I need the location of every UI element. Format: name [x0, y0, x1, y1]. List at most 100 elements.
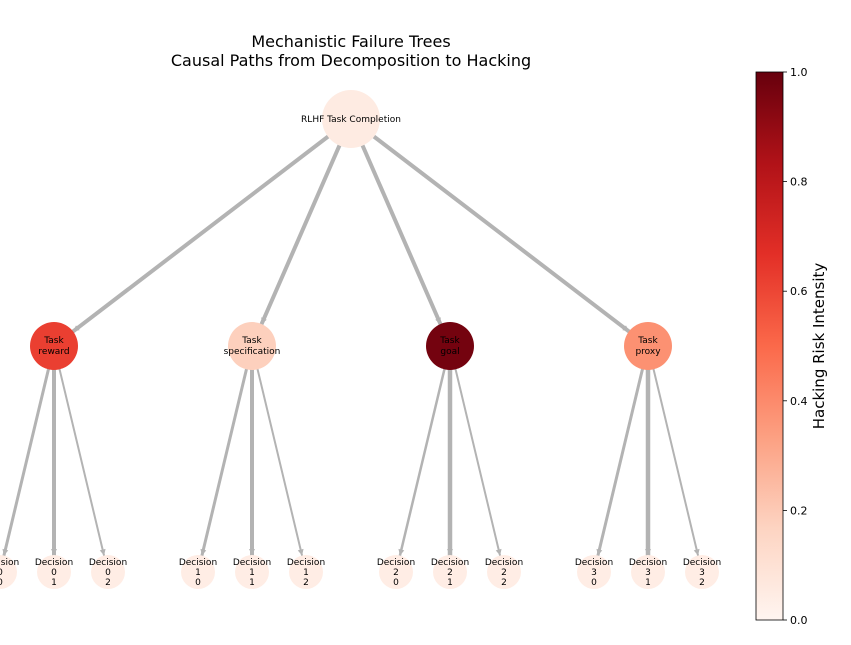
decision-node-label-line1: Decision — [89, 558, 127, 568]
task-node-label-line2: proxy — [635, 347, 661, 357]
decision-node-label-line2: 2 — [447, 568, 453, 578]
diagram-title: Mechanistic Failure Trees Causal Paths f… — [171, 32, 531, 70]
decision-node — [235, 555, 269, 589]
decision-node-label-line3: 0 — [0, 578, 3, 588]
decision-node-label-line1: Decision — [683, 558, 721, 568]
edge-task-3-decision-1-arrowhead — [645, 549, 651, 555]
decision-node-label-line2: 1 — [303, 568, 309, 578]
title-line-1: Mechanistic Failure Trees — [251, 32, 450, 51]
colorbar-ticks: 0.00.20.40.60.81.0 — [783, 66, 808, 627]
edge-task-2-decision-1-arrowhead — [447, 549, 453, 555]
edge-task-1-decision-0 — [200, 367, 248, 557]
decision-node-label-line2: 1 — [249, 568, 255, 578]
decision-node-label-line2: 2 — [393, 568, 399, 578]
task-node-goal — [426, 322, 474, 370]
decision-node-label-line2: 0 — [51, 568, 57, 578]
task-node-label-line1: Task — [439, 336, 460, 346]
decision-node-label-line1: Decision — [179, 558, 217, 568]
decision-node — [685, 555, 719, 589]
edge-task-2-decision-0 — [398, 368, 446, 557]
edge-root-task-1-arrowhead — [261, 317, 267, 325]
edge-task-3-decision-0 — [596, 367, 644, 557]
decision-node-label-line1: Decision — [629, 558, 667, 568]
decision-node-label-line1: Decision — [233, 558, 271, 568]
task-node-proxy — [624, 322, 672, 370]
colorbar-tick-label: 0.4 — [790, 395, 808, 408]
task-node-label-line2: goal — [440, 347, 459, 357]
task-node-specification — [228, 322, 276, 370]
colorbar-tick-label: 0.2 — [790, 504, 808, 517]
edge-root-task-2-arrowhead — [435, 317, 441, 325]
decision-node — [37, 555, 71, 589]
edges-layer — [2, 134, 700, 558]
edge-task-1-decision-0-arrowhead — [200, 548, 207, 556]
decision-node — [289, 555, 323, 589]
task-node-label-line2: reward — [38, 347, 69, 357]
decision-node-label-line3: 2 — [105, 578, 111, 588]
decision-node-label-line2: 3 — [645, 568, 651, 578]
edge-task-0-decision-2 — [58, 368, 106, 557]
decision-node-label-line3: 1 — [645, 578, 651, 588]
decision-node-label-line3: 0 — [393, 578, 399, 588]
edge-root-task-2 — [360, 143, 443, 327]
decision-node-label-line2: 3 — [591, 568, 597, 578]
edge-task-0-decision-1-arrowhead — [51, 549, 57, 555]
edge-root-task-1 — [259, 143, 342, 327]
decision-node-label-line1: Decision — [35, 558, 73, 568]
decision-node-label-line2: 3 — [699, 568, 705, 578]
colorbar-tick-label: 0.6 — [790, 285, 808, 298]
decision-node-label-line2: 0 — [105, 568, 111, 578]
decision-node-label-line2: 0 — [0, 568, 3, 578]
edge-task-0-decision-2-arrowhead — [99, 548, 106, 556]
decision-node — [379, 555, 413, 589]
colorbar-label: Hacking Risk Intensity — [810, 263, 828, 430]
edge-task-3-decision-0-arrowhead — [596, 548, 603, 556]
root-node — [322, 90, 380, 148]
decision-node-label-line3: 0 — [591, 578, 597, 588]
decision-node-label-line3: 2 — [303, 578, 309, 588]
decision-node-label-line3: 1 — [249, 578, 255, 588]
decision-node-label-line3: 1 — [447, 578, 453, 588]
edge-task-1-decision-2-arrowhead — [297, 548, 304, 556]
colorbar: 0.00.20.40.60.81.0 Hacking Risk Intensit… — [755, 66, 828, 627]
decision-node — [91, 555, 125, 589]
decision-node-label-line3: 2 — [501, 578, 507, 588]
edge-task-2-decision-2-arrowhead — [495, 548, 502, 556]
task-node-label-line1: Task — [241, 336, 262, 346]
decision-node-label-line2: 2 — [501, 568, 507, 578]
decision-node-label-line1: Decision — [0, 558, 19, 568]
decision-node-label-line3: 0 — [195, 578, 201, 588]
decision-node — [433, 555, 467, 589]
decision-node-label-line1: Decision — [287, 558, 325, 568]
decision-node — [631, 555, 665, 589]
edge-root-task-3 — [372, 134, 631, 334]
edge-root-task-3-arrowhead — [622, 325, 629, 332]
edge-task-2-decision-2 — [454, 368, 502, 557]
edge-root-task-0-arrowhead — [73, 325, 80, 332]
decision-node — [577, 555, 611, 589]
decision-node-label-line3: 1 — [51, 578, 57, 588]
edge-task-3-decision-2 — [652, 368, 700, 557]
edge-root-task-0 — [71, 134, 330, 334]
edge-task-1-decision-2 — [256, 368, 304, 557]
edge-task-0-decision-0-arrowhead — [2, 548, 9, 556]
decision-node — [181, 555, 215, 589]
decision-node-label-line1: Decision — [485, 558, 523, 568]
decision-node-label-line3: 2 — [699, 578, 705, 588]
task-node-label-line1: Task — [637, 336, 658, 346]
decision-node-label-line1: Decision — [377, 558, 415, 568]
title-line-2: Causal Paths from Decomposition to Hacki… — [171, 51, 531, 70]
colorbar-gradient — [755, 71, 784, 621]
decision-node-label-line1: Decision — [431, 558, 469, 568]
decision-node — [0, 555, 17, 589]
task-node-reward — [30, 322, 78, 370]
edge-task-2-decision-0-arrowhead — [398, 548, 405, 556]
decision-node-label-line1: Decision — [575, 558, 613, 568]
edge-task-0-decision-0 — [2, 367, 50, 557]
nodes-layer: RLHF Task CompletionTaskrewardTaskspecif… — [0, 90, 721, 589]
root-node-label: RLHF Task Completion — [301, 115, 401, 125]
task-node-label-line1: Task — [43, 336, 64, 346]
task-node-label-line2: specification — [224, 347, 281, 357]
colorbar-tick-label: 1.0 — [790, 66, 808, 79]
